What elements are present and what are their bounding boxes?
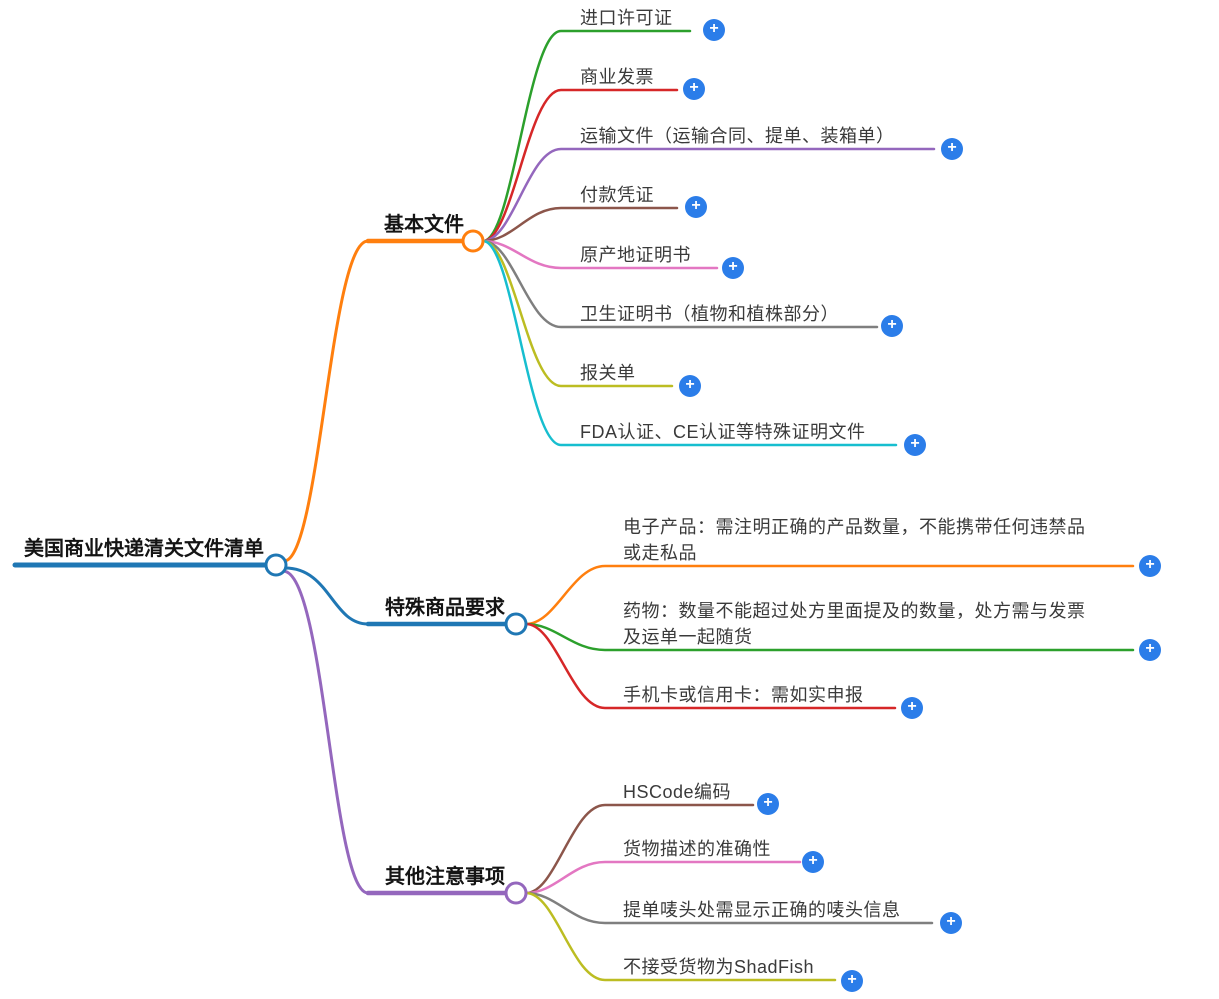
expand-button-cargo-description[interactable]: + (802, 851, 824, 873)
link-leaf-transport-documents (481, 147, 936, 243)
expand-button-certificate-of-origin[interactable]: + (722, 257, 744, 279)
leaf-label-fda-ce-certs: FDA认证、CE认证等特殊证明文件 (580, 422, 866, 442)
plus-icon: + (709, 20, 719, 37)
link-leaf-customs-declaration (481, 239, 674, 388)
leaf-label-commercial-invoice: 商业发票 (580, 67, 654, 87)
expand-button-import-license[interactable]: + (703, 19, 725, 41)
plus-icon: + (847, 971, 857, 988)
expand-button-health-certificate[interactable]: + (881, 315, 903, 337)
plus-icon: + (763, 794, 773, 811)
leaf-label-hscode: HSCode编码 (623, 782, 732, 802)
connector-special-goods[interactable] (504, 612, 528, 636)
link-root-basic-documents (282, 239, 370, 563)
expand-button-phone-credit-cards[interactable]: + (901, 697, 923, 719)
root-label: 美国商业快递清关文件清单 (24, 538, 264, 560)
plus-icon: + (910, 435, 920, 452)
branch-label-special-goods: 特殊商品要求 (385, 597, 505, 619)
plus-icon: + (947, 139, 957, 156)
expand-button-shadfish[interactable]: + (841, 970, 863, 992)
link-leaf-shipping-marks (524, 891, 934, 925)
plus-icon: + (887, 316, 897, 333)
connector-other-notes[interactable] (504, 881, 528, 905)
expand-button-commercial-invoice[interactable]: + (683, 78, 705, 100)
leaf-label-shipping-marks: 提单唛头处需显示正确的唛头信息 (623, 900, 901, 920)
link-leaf-shadfish (524, 891, 837, 982)
leaf-label-phone-credit-cards: 手机卡或信用卡：需如实申报 (623, 685, 864, 705)
link-leaf-drugs (524, 622, 1135, 652)
link-leaf-cargo-description (524, 860, 802, 895)
link-leaf-import-license (481, 29, 692, 243)
expand-button-drugs[interactable]: + (1139, 639, 1161, 661)
leaf-label-cargo-description: 货物描述的准确性 (623, 839, 771, 859)
plus-icon: + (946, 913, 956, 930)
leaf-label-shadfish: 不接受货物为ShadFish (623, 957, 815, 977)
plus-icon: + (691, 197, 701, 214)
link-leaf-health-certificate (481, 239, 879, 329)
branch-label-basic-documents: 基本文件 (384, 214, 464, 236)
connector-basic-documents[interactable] (461, 229, 485, 253)
leaf-label-import-license: 进口许可证 (580, 8, 673, 28)
expand-button-transport-documents[interactable]: + (941, 138, 963, 160)
link-leaf-fda-ce-certs (481, 239, 898, 447)
leaf-label-health-certificate: 卫生证明书（植物和植株部分） (580, 304, 839, 324)
plus-icon: + (728, 258, 738, 275)
leaf-label-payment-voucher: 付款凭证 (580, 185, 654, 205)
link-leaf-hscode (524, 803, 755, 895)
leaf-label-electronics: 电子产品：需注明正确的产品数量，不能携带任何违禁品 或走私品 (623, 517, 1086, 563)
expand-button-payment-voucher[interactable]: + (685, 196, 707, 218)
leaf-label-customs-declaration: 报关单 (580, 363, 636, 383)
leaf-label-certificate-of-origin: 原产地证明书 (580, 245, 691, 265)
expand-button-electronics[interactable]: + (1139, 555, 1161, 577)
expand-button-hscode[interactable]: + (757, 793, 779, 815)
link-leaf-certificate-of-origin (481, 239, 719, 270)
plus-icon: + (808, 852, 818, 869)
plus-icon: + (685, 376, 695, 393)
plus-icon: + (1145, 556, 1155, 573)
link-root-other-notes (281, 569, 370, 895)
plus-icon: + (907, 698, 917, 715)
link-leaf-commercial-invoice (481, 88, 679, 243)
expand-button-customs-declaration[interactable]: + (679, 375, 701, 397)
link-leaf-payment-voucher (481, 206, 679, 243)
expand-button-fda-ce-certs[interactable]: + (904, 434, 926, 456)
link-root-special-goods (283, 566, 370, 626)
branch-label-other-notes: 其他注意事项 (385, 866, 505, 888)
link-leaf-phone-credit-cards (524, 622, 897, 710)
root-connector[interactable] (264, 553, 288, 577)
plus-icon: + (1145, 640, 1155, 657)
expand-button-shipping-marks[interactable]: + (940, 912, 962, 934)
leaf-label-transport-documents: 运输文件（运输合同、提单、装箱单） (580, 126, 895, 146)
leaf-label-drugs: 药物：数量不能超过处方里面提及的数量，处方需与发票 及运单一起随货 (623, 601, 1086, 647)
plus-icon: + (689, 79, 699, 96)
link-leaf-electronics (524, 564, 1135, 626)
